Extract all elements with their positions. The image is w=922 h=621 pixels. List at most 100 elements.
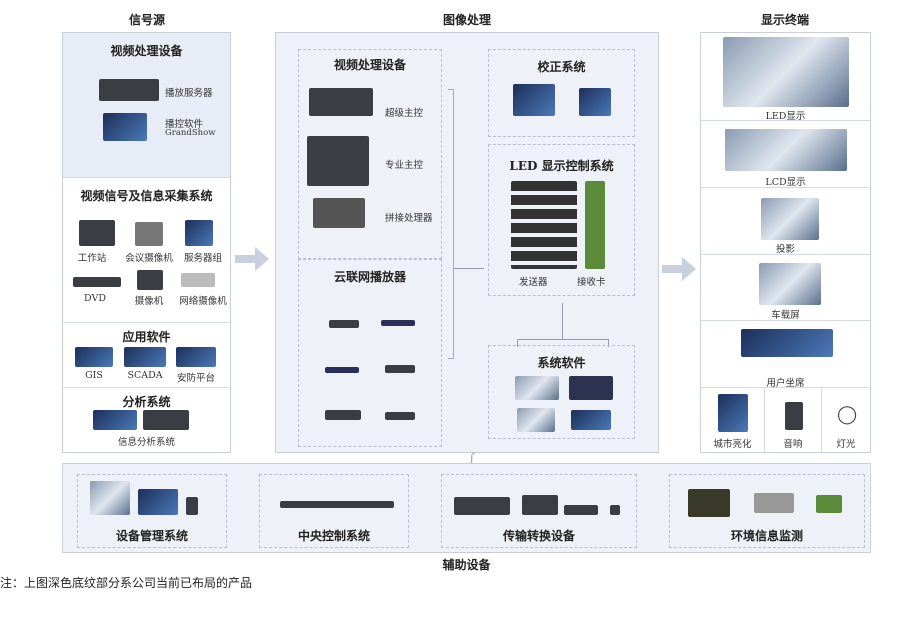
analysis-image: [93, 410, 137, 430]
seat-photo: [741, 329, 833, 357]
display-vehicle[interactable]: 车载屏: [701, 255, 870, 321]
speaker-icon: [785, 402, 803, 430]
board-image: [816, 495, 842, 513]
item-label: 超级主控: [385, 108, 424, 119]
item-label: 传输转换设备: [502, 529, 575, 543]
city-photo: [718, 394, 748, 432]
section-title: 校正系统: [537, 60, 586, 74]
system-software-box: 系统软件: [488, 345, 635, 439]
router-image: [325, 367, 359, 373]
projection-photo: [761, 198, 819, 240]
monitor-image: [103, 113, 147, 141]
connector-line: [517, 339, 609, 347]
pro-controller-image: [307, 136, 369, 186]
source-analysis: 分析系统 信息分析系统: [63, 388, 230, 454]
item-label: 接收卡: [577, 277, 606, 288]
item-label: 城市亮化: [713, 439, 752, 450]
camcorder-image: [137, 270, 163, 290]
calibration-box: 校正系统: [488, 49, 635, 137]
item-label: GIS: [85, 370, 103, 381]
item-label: 发送器: [519, 277, 548, 288]
display-projection[interactable]: 投影: [701, 188, 870, 255]
dvd-image: [73, 277, 121, 287]
item-label: SCADA: [127, 370, 163, 381]
aux-device-mgmt[interactable]: 设备管理系统: [77, 474, 227, 548]
item-label: GrandShow: [165, 128, 216, 138]
splicer-image: [313, 198, 365, 228]
item-label: 信息分析系统: [117, 437, 175, 448]
section-title: LED 显示控制系统: [509, 159, 614, 173]
ip-camera-image: [181, 273, 215, 287]
security-image: [176, 347, 216, 367]
super-controller-image: [309, 88, 373, 116]
item-label: 摄像机: [134, 296, 164, 307]
device-image: [454, 497, 510, 515]
aux-transmission[interactable]: 传输转换设备: [441, 474, 637, 548]
scada-image: [124, 347, 166, 367]
display-seat[interactable]: 用户坐席: [701, 321, 870, 389]
item-label: 用户坐席: [766, 378, 805, 389]
software-screenshot: [569, 376, 613, 400]
item-label: LED显示: [765, 111, 806, 122]
source-apps: 应用软件 GIS SCADA 安防平台: [63, 323, 230, 388]
software-screenshot: [517, 408, 555, 432]
display-title: 显示终端: [760, 13, 809, 27]
connector-line: [562, 303, 563, 339]
router-image: [381, 320, 415, 326]
lightbulb-icon: ◯: [837, 404, 858, 425]
footnote: 注：上图深色底纹部分系公司当前已布局的产品: [0, 576, 253, 590]
aux-env-monitor[interactable]: 环境信息监测: [669, 474, 865, 548]
item-label: 设备管理系统: [115, 529, 188, 543]
receiver-card-image: [585, 181, 605, 269]
aux-central-control[interactable]: 中央控制系统: [259, 474, 409, 548]
processing-panel: 视频处理设备 超级主控 专业主控 拼接处理器 云联网播放器 校正系统 LED 显…: [275, 32, 659, 453]
sender-image: [511, 181, 577, 269]
vehicle-photo: [759, 263, 821, 305]
source-capture: 视频信号及信息采集系统 工作站 会议摄像机 服务器组 DVD 摄像机 网络摄像机: [63, 178, 230, 323]
item-label: 环境信息监测: [730, 529, 803, 543]
arrow-right-icon: [662, 257, 696, 281]
section-title: 视频处理设备: [333, 58, 406, 72]
workstation-image: [79, 220, 115, 246]
item-label: 播放服务器: [165, 88, 213, 99]
software-screenshot: [515, 376, 559, 400]
section-title: 云联网播放器: [333, 270, 406, 284]
server-group-image: [185, 220, 213, 246]
software-screenshot: [571, 410, 611, 430]
display-lighting[interactable]: ◯ 灯光: [822, 388, 870, 454]
source-title: 信号源: [128, 13, 165, 27]
arrow-right-icon: [235, 247, 269, 271]
display-audio[interactable]: 音响: [765, 388, 822, 454]
source-video-proc: 视频处理设备 播放服务器 播控软件 GrandShow: [63, 33, 230, 178]
section-title: 视频处理设备: [110, 44, 183, 58]
aux-title: 辅助设备: [442, 558, 491, 572]
section-title: 系统软件: [537, 356, 586, 370]
router-image: [385, 412, 415, 420]
device-image: [610, 505, 620, 515]
led-photo: [723, 37, 849, 107]
device-image: [90, 481, 130, 515]
bracket-line: [448, 89, 454, 359]
item-label: 专业主控: [385, 160, 424, 171]
connector-line: [454, 268, 484, 269]
section-title: 应用软件: [122, 330, 171, 344]
display-led[interactable]: LED显示: [701, 33, 870, 122]
display-lcd[interactable]: LCD显示: [701, 121, 870, 188]
item-label: 安防平台: [176, 373, 215, 384]
display-city-lighting[interactable]: 城市亮化: [701, 388, 765, 454]
item-label: 音响: [783, 439, 803, 450]
conference-camera-image: [135, 222, 163, 246]
router-image: [385, 365, 415, 373]
phone-image: [186, 497, 198, 515]
item-label: 灯光: [836, 439, 856, 450]
item-label: 车载屏: [771, 310, 800, 321]
link-icon: ∫: [468, 451, 476, 467]
item-label: 工作站: [77, 253, 107, 264]
board-image: [688, 489, 730, 517]
led-control-box: LED 显示控制系统 发送器 接收卡: [488, 144, 635, 296]
item-label: 服务器组: [183, 253, 222, 264]
display-bottom: 城市亮化 音响 ◯ 灯光: [701, 388, 870, 454]
source-panel: 视频处理设备 播放服务器 播控软件 GrandShow 视频信号及信息采集系统 …: [62, 32, 231, 453]
proc-video-box: 视频处理设备 超级主控 专业主控 拼接处理器: [298, 49, 442, 259]
analysis-image: [143, 410, 189, 430]
